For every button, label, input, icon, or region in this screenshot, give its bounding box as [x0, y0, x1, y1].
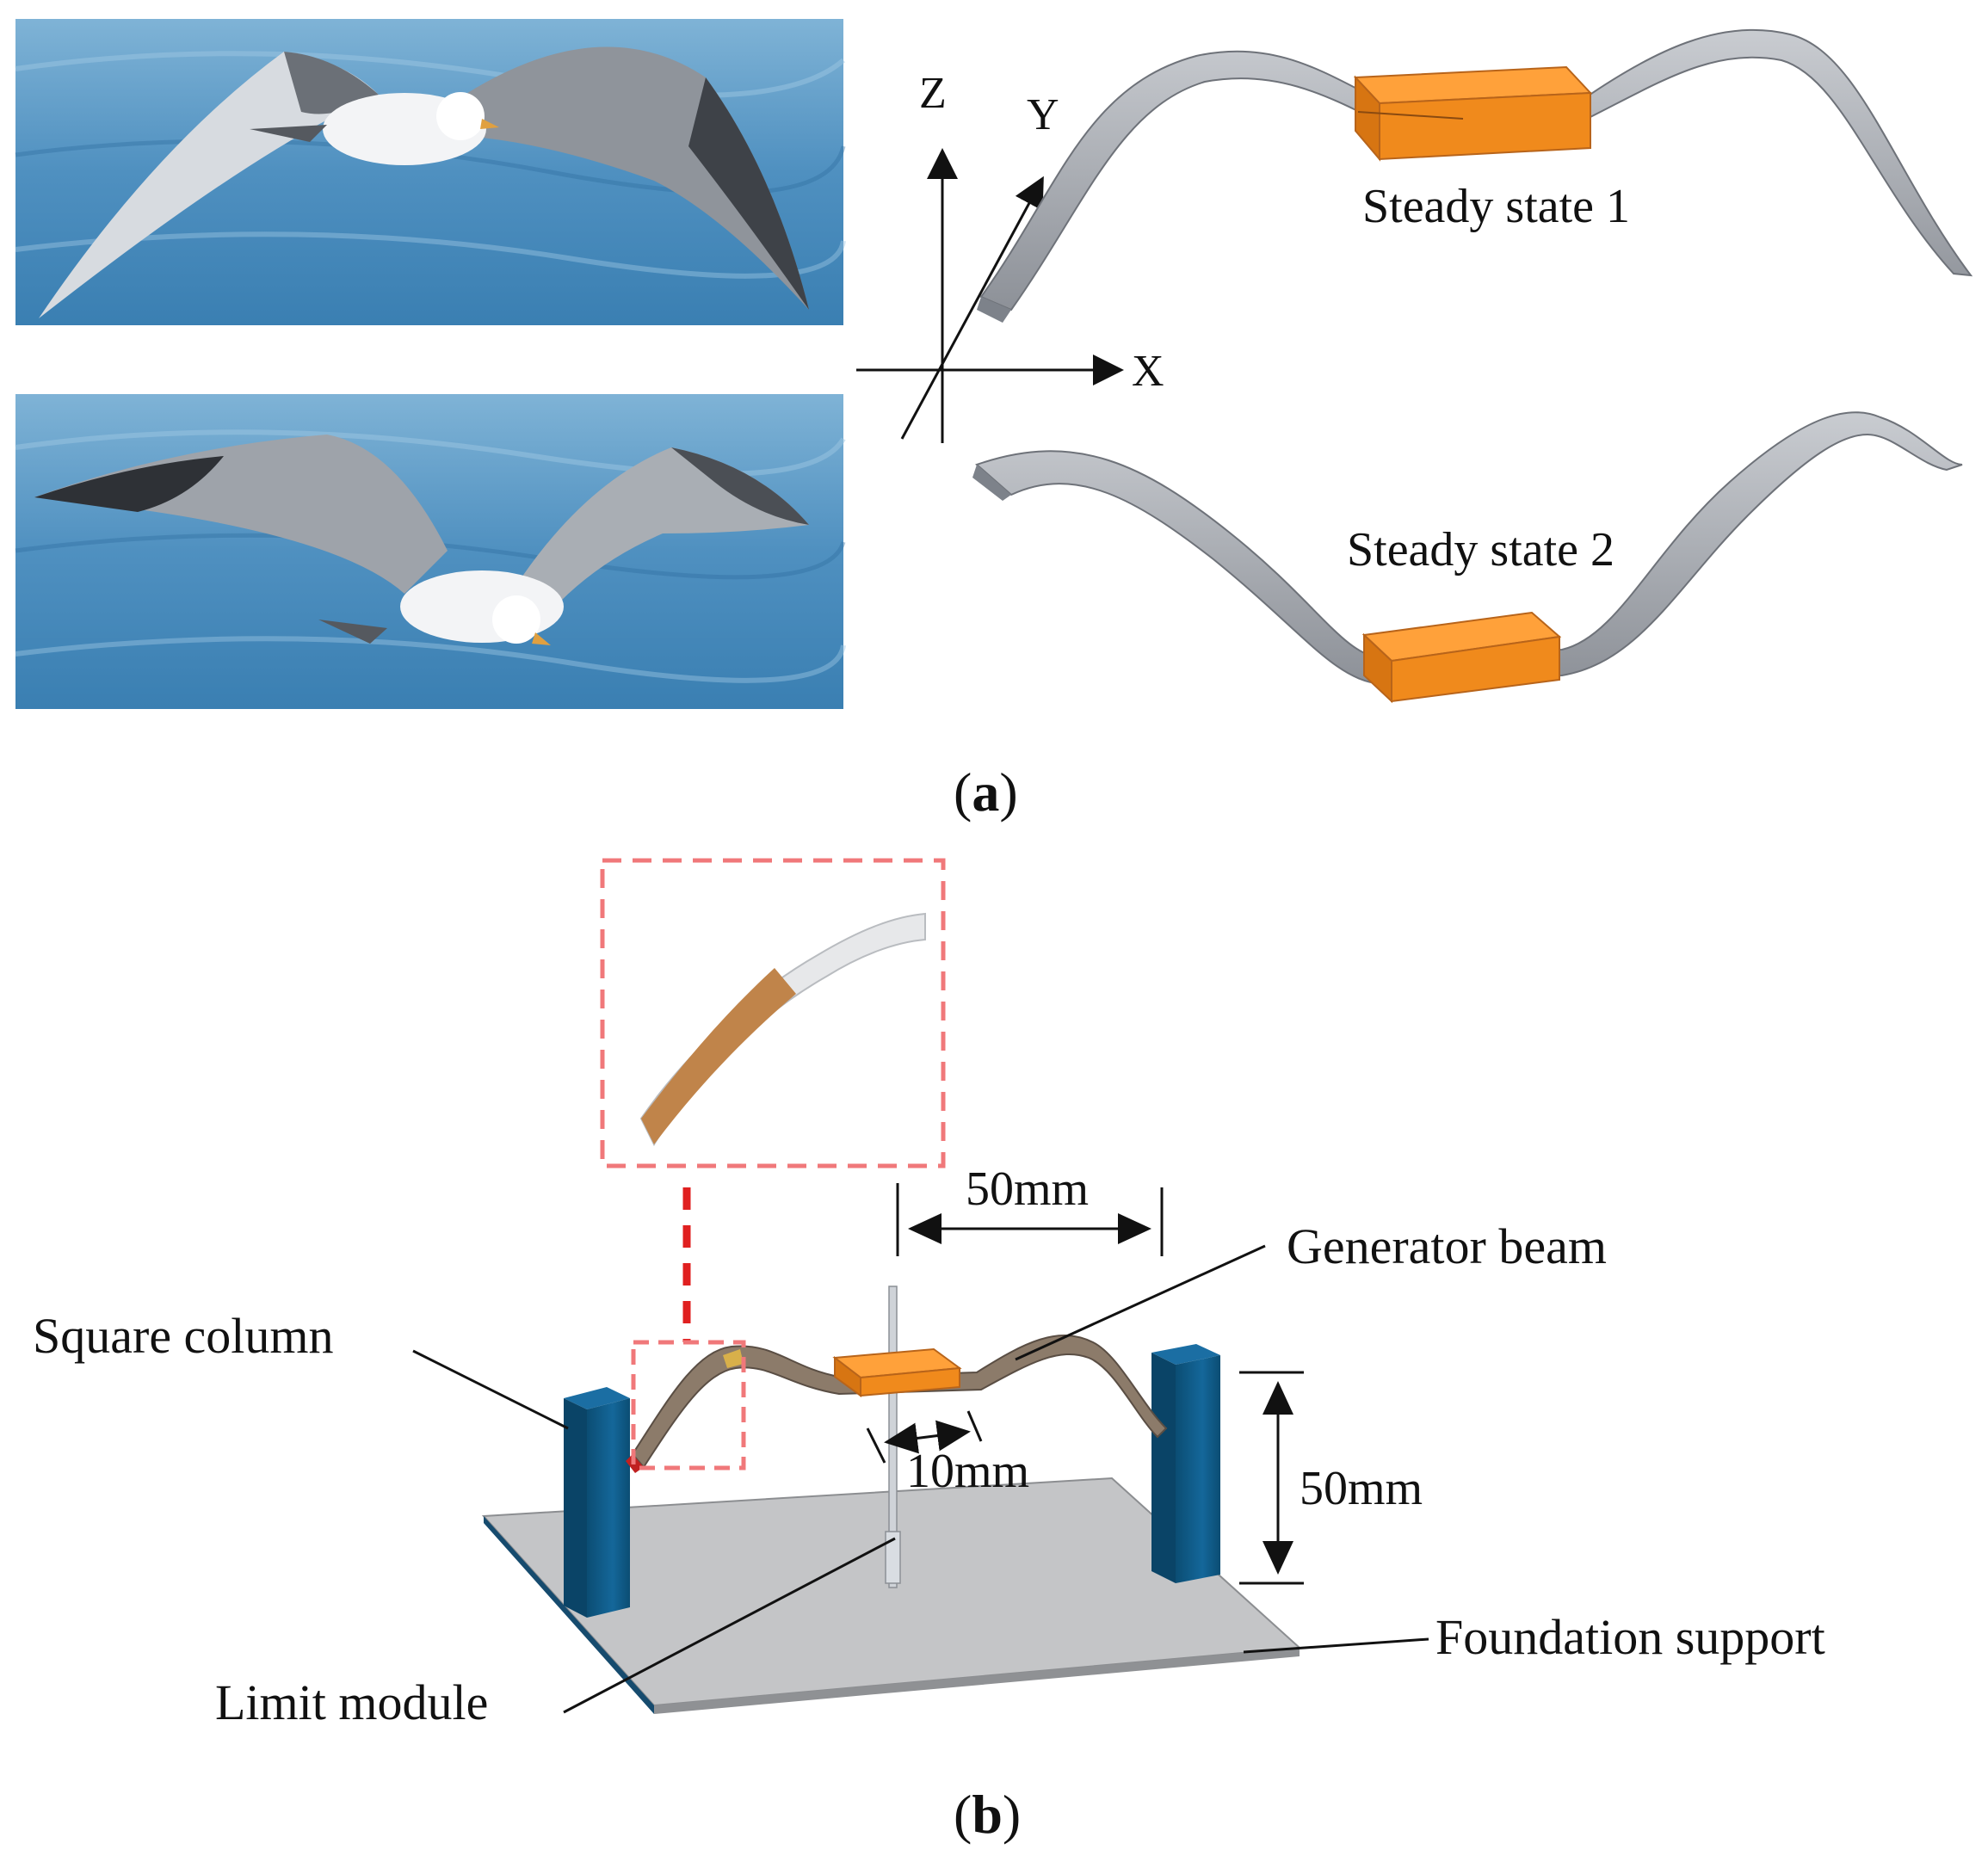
axis-y-label: Y — [1027, 90, 1059, 139]
panel-b-caption: (b) — [954, 1784, 1021, 1845]
steady-state-2-beam — [972, 411, 1963, 686]
dimension-block: 10mm — [866, 1410, 1029, 1498]
steady-state-2-label: Steady state 2 — [1347, 523, 1614, 576]
dimension-span: 50mm — [896, 1162, 1164, 1256]
seagull-photo-top — [15, 19, 846, 325]
label-generator-beam: Generator beam — [1287, 1218, 1607, 1274]
inset-source-box — [631, 1340, 746, 1470]
mass-block-state-2 — [1361, 611, 1562, 704]
axis-x-label: X — [1132, 347, 1164, 396]
steady-state-1-label: Steady state 1 — [1362, 180, 1630, 233]
panel-a-caption: (a) — [954, 761, 1018, 823]
dimension-span-label: 50mm — [966, 1162, 1089, 1216]
leader-limit-module — [563, 1537, 896, 1714]
dimension-block-label: 10mm — [906, 1445, 1029, 1498]
square-column-right — [1151, 1344, 1220, 1583]
axis-z-label: Z — [919, 69, 947, 118]
leader-generator-beam — [1015, 1244, 1266, 1361]
label-limit-module: Limit module — [215, 1674, 488, 1730]
mass-block-state-1 — [1353, 65, 1593, 162]
dimension-height-label: 50mm — [1300, 1462, 1423, 1515]
leader-foundation-support — [1243, 1637, 1429, 1654]
seagull-photo-bottom — [15, 394, 846, 709]
inset-detail-box — [600, 858, 946, 1168]
leader-square-column — [412, 1349, 569, 1430]
steady-state-1-beam — [977, 28, 1973, 323]
label-square-column: Square column — [33, 1308, 334, 1364]
coordinate-axes: Z Y X — [856, 69, 1164, 443]
generator-mass-block — [832, 1347, 962, 1397]
label-foundation-support: Foundation support — [1435, 1609, 1825, 1665]
dimension-height: 50mm — [1239, 1371, 1423, 1585]
square-column-left — [564, 1387, 630, 1618]
